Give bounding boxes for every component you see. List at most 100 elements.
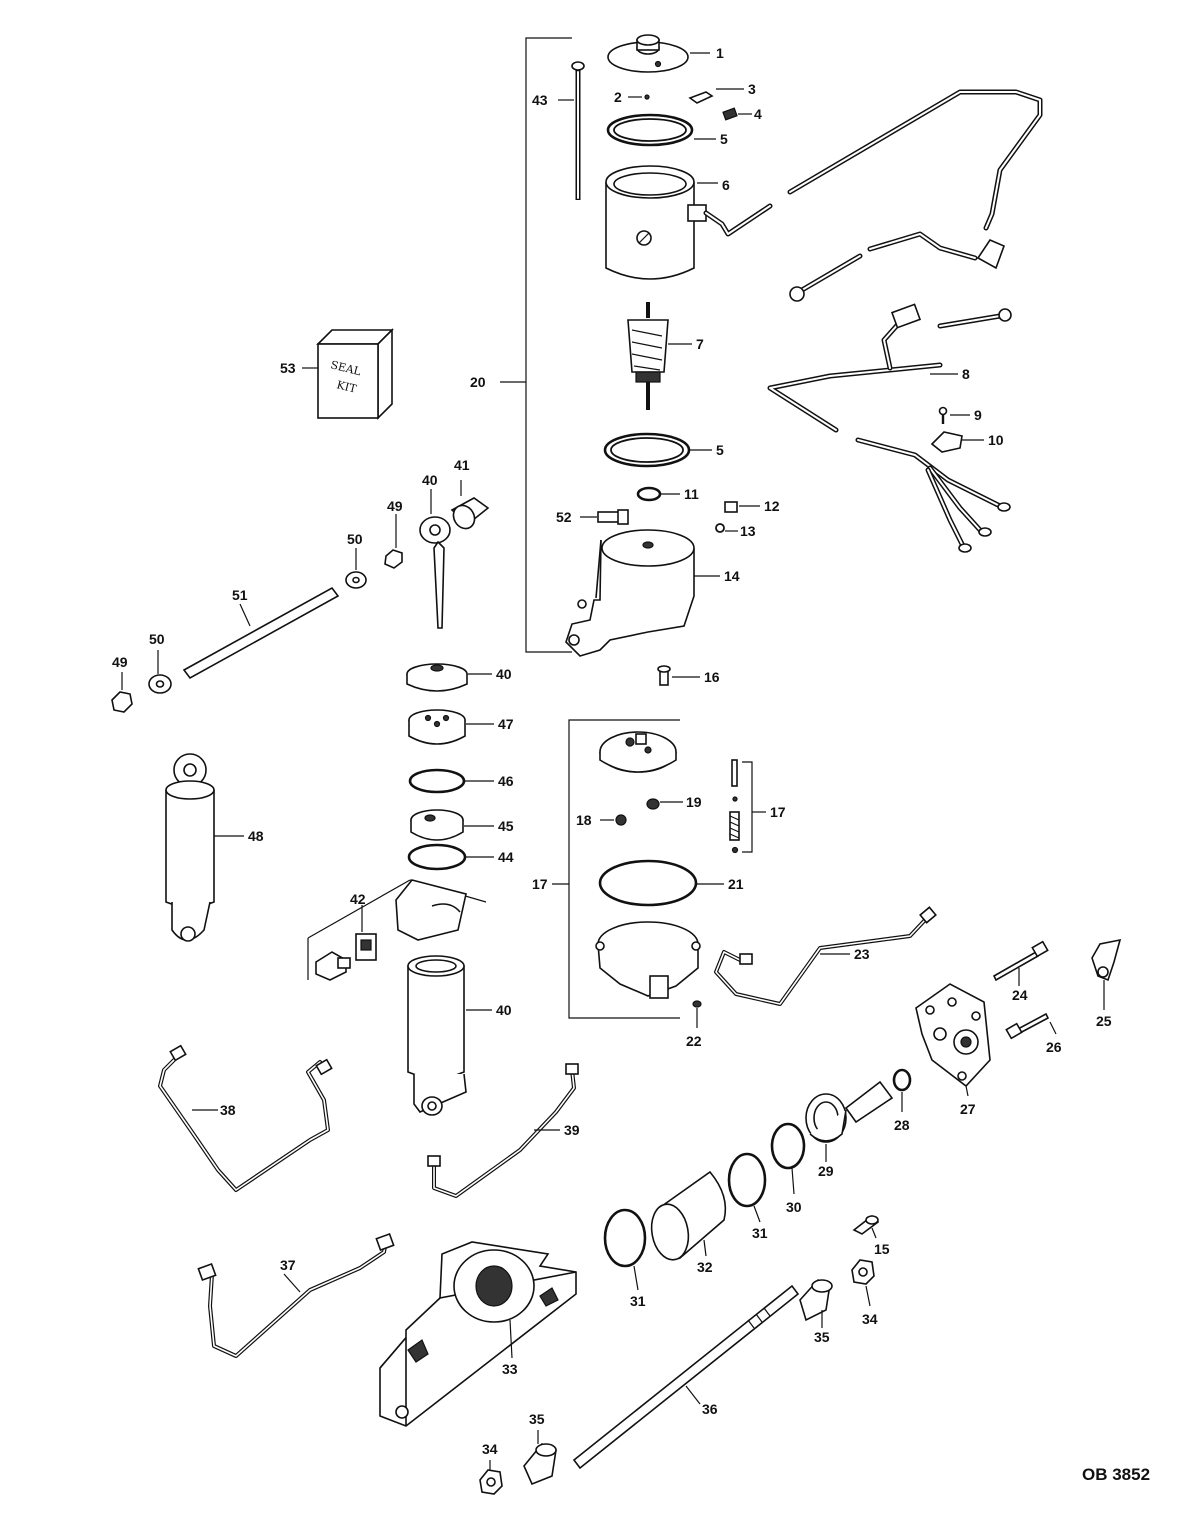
part-7-armature (627, 302, 692, 410)
part-9-screw (938, 406, 970, 424)
callout-25: 25 (1096, 1013, 1112, 1029)
callout-47: 47 (498, 716, 514, 732)
callout-49-upper: 49 (387, 498, 403, 514)
part-17-valve-spring (729, 759, 766, 854)
part-35-sleeve-left (523, 1430, 557, 1486)
part-22-screw (692, 1000, 702, 1028)
part-8-harness (767, 303, 1012, 553)
part-50-washer-upper (345, 548, 367, 589)
callout-40-rod-eye: 40 (422, 472, 438, 488)
part-24-bolt (992, 940, 1049, 986)
part-53-seal-kit: SEAL KIT (302, 328, 394, 420)
part-46-o-ring (408, 768, 494, 794)
part-12-plug (724, 501, 760, 513)
part-15-fitting (852, 1214, 880, 1239)
part-18-ball (600, 814, 627, 826)
callout-52: 52 (556, 509, 572, 525)
part-5-o-ring-lower (603, 432, 712, 468)
part-31-o-ring-right (727, 1152, 767, 1223)
callout-50-lower: 50 (149, 631, 165, 647)
callout-16: 16 (704, 669, 720, 685)
part-6-motor-frame (605, 165, 718, 280)
callout-35-right: 35 (814, 1329, 830, 1345)
callout-21: 21 (728, 876, 744, 892)
callout-13: 13 (740, 523, 756, 539)
callout-20: 20 (470, 374, 486, 390)
callout-51: 51 (232, 587, 248, 603)
callout-30: 30 (786, 1199, 802, 1215)
callout-40-cylinder: 40 (496, 1002, 512, 1018)
part-41-bushing (450, 480, 490, 530)
callout-3: 3 (748, 81, 756, 97)
callout-19: 19 (686, 794, 702, 810)
callout-43: 43 (532, 92, 548, 108)
callout-4: 4 (754, 106, 762, 122)
callout-49-lower: 49 (112, 654, 128, 670)
part-28-o-ring (892, 1068, 912, 1112)
part-17-pump-top (599, 731, 677, 773)
callout-5-lower: 5 (716, 442, 724, 458)
part-30-o-ring (770, 1122, 806, 1195)
part-40-cylinder (407, 955, 492, 1116)
part-13-o-ring (715, 523, 738, 533)
part-34-nut-right (851, 1259, 875, 1307)
callout-22: 22 (686, 1033, 702, 1049)
callout-10: 10 (988, 432, 1004, 448)
callout-32: 32 (697, 1259, 713, 1275)
part-43-thru-bolt (558, 61, 585, 200)
callout-26: 26 (1046, 1039, 1062, 1055)
part-32-sleeve (650, 1170, 727, 1261)
part-3-brush-clip (688, 88, 744, 104)
callout-5-upper: 5 (720, 131, 728, 147)
callout-23: 23 (854, 946, 870, 962)
callout-36: 36 (702, 1401, 718, 1417)
part-31-o-ring-left (603, 1208, 647, 1291)
callout-24: 24 (1012, 987, 1028, 1003)
part-14-pump-housing (565, 529, 720, 657)
part-2-ball (628, 94, 650, 100)
callout-1: 1 (716, 45, 724, 61)
callout-42: 42 (350, 891, 366, 907)
callout-37: 37 (280, 1257, 296, 1273)
bracket-20 (500, 37, 572, 653)
part-37-tube (197, 1232, 395, 1358)
callout-39: 39 (564, 1122, 580, 1138)
part-26-bolt (1005, 1012, 1057, 1040)
callout-6: 6 (722, 177, 730, 193)
part-38-tube (158, 1044, 333, 1192)
part-51-shaft (182, 586, 340, 680)
part-23-tube (714, 906, 937, 1006)
part-33-trunnion-block (379, 1241, 577, 1427)
callout-46: 46 (498, 773, 514, 789)
callout-9: 9 (974, 407, 982, 423)
part-34-nut-left (479, 1460, 503, 1495)
callout-7: 7 (696, 336, 704, 352)
callout-34-right: 34 (862, 1311, 878, 1327)
bracket-17 (552, 719, 680, 1019)
callout-labels: 1 2 3 4 5 6 7 8 9 10 5 11 12 13 52 14 16… (112, 45, 1112, 1457)
part-4-screw (722, 107, 752, 121)
callout-29: 29 (818, 1163, 834, 1179)
callout-15: 15 (874, 1241, 890, 1257)
callout-14: 14 (724, 568, 740, 584)
part-45-piston-head (410, 809, 494, 841)
part-17-pump-base (595, 921, 701, 999)
callout-41: 41 (454, 457, 470, 473)
part-19-seat (646, 798, 683, 810)
part-47-piston (408, 709, 494, 745)
seal-kit-label-line2: KIT (335, 378, 358, 396)
part-25-bracket (1091, 938, 1122, 1010)
callout-38: 38 (220, 1102, 236, 1118)
callout-17-group: 17 (532, 876, 548, 892)
callout-44: 44 (498, 849, 514, 865)
callout-50-upper: 50 (347, 531, 363, 547)
callout-8: 8 (962, 366, 970, 382)
part-21-o-ring (598, 859, 724, 907)
part-27-manifold (915, 983, 991, 1097)
callout-53: 53 (280, 360, 296, 376)
callout-31-right: 31 (752, 1225, 768, 1241)
part-1-end-cap (607, 34, 710, 73)
part-44-o-ring (407, 843, 494, 871)
part-52-bolt (580, 509, 629, 525)
